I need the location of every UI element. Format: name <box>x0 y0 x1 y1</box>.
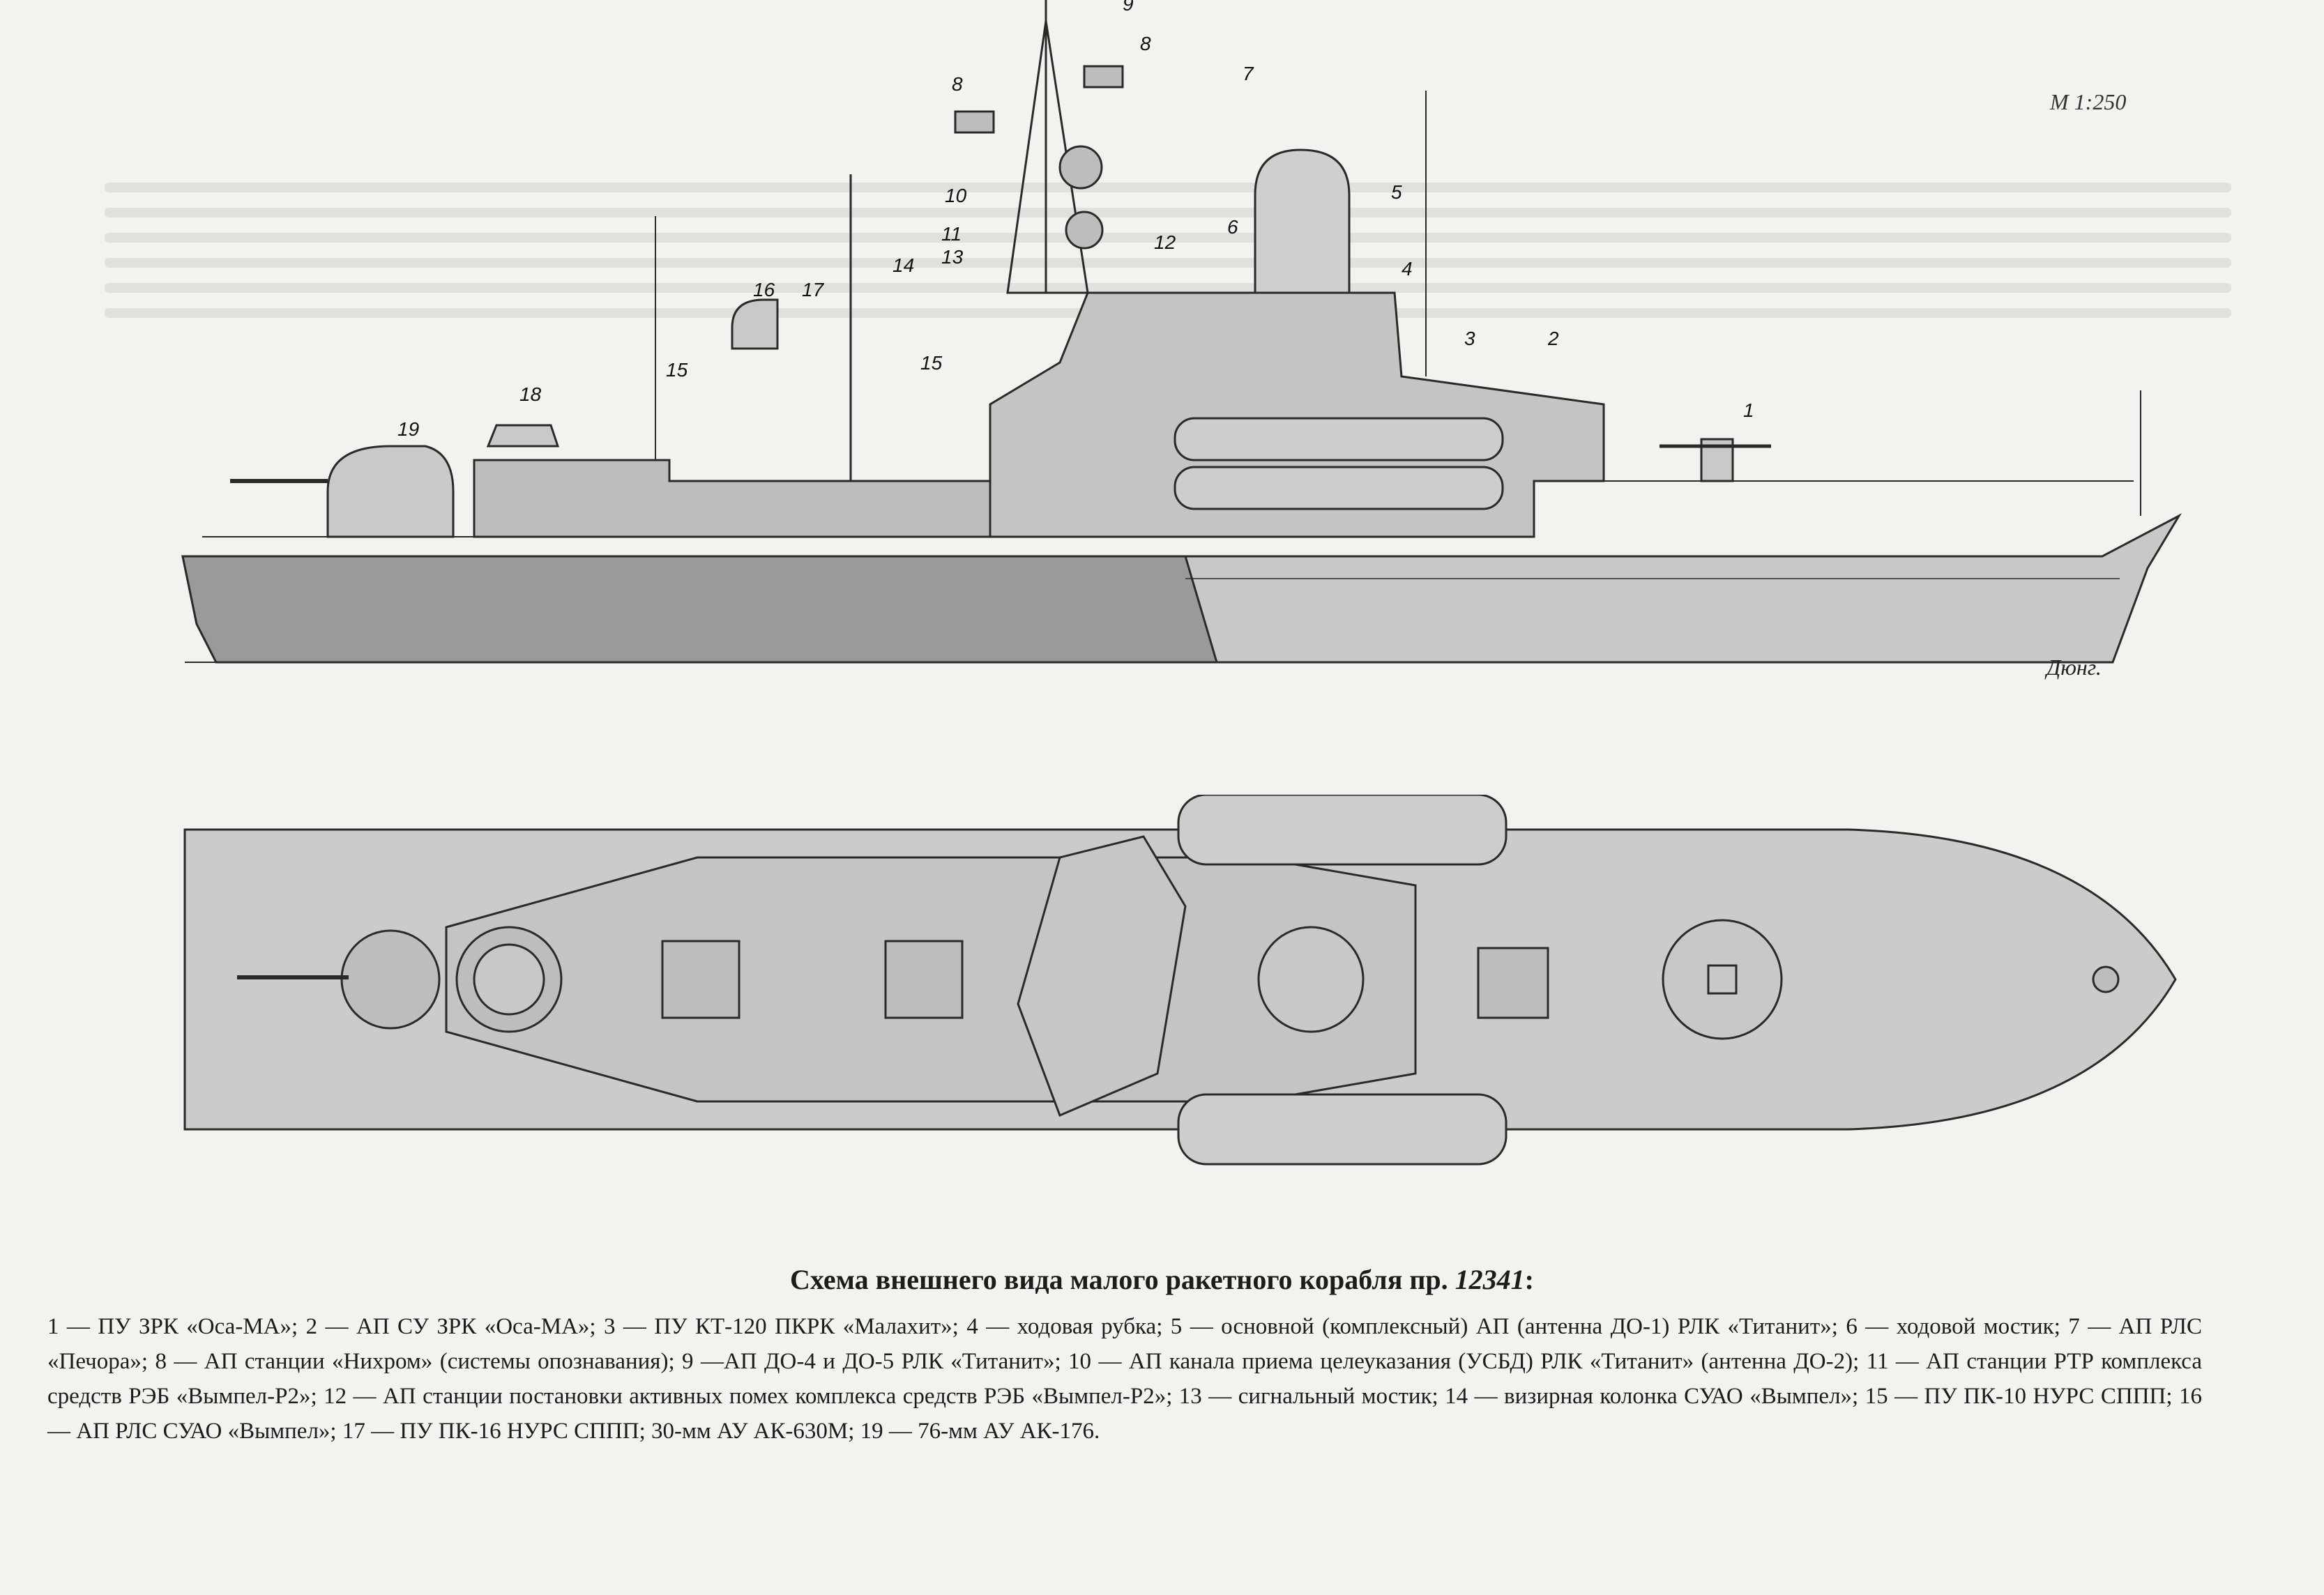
artist-signature: Дюнг. <box>2044 655 2102 680</box>
callout-2: 2 <box>1547 328 1559 349</box>
callout-5: 5 <box>1391 181 1402 203</box>
callout-16: 16 <box>753 279 775 300</box>
callout-3: 3 <box>1464 328 1475 349</box>
callout-19: 19 <box>397 418 419 440</box>
launchers-starboard <box>1177 1093 1507 1166</box>
callout-18: 18 <box>519 383 542 405</box>
callout-9: 9 <box>1123 0 1134 15</box>
callout-14: 14 <box>893 254 914 276</box>
callout-17: 17 <box>802 279 825 300</box>
hull-stern-dark <box>181 555 1219 664</box>
callout-11: 11 <box>941 223 962 245</box>
bleed-through-text <box>105 167 2231 362</box>
callout-7: 7 <box>1243 63 1254 84</box>
caption-title: Схема внешнего вида малого ракетного кор… <box>0 1263 2324 1296</box>
callout-8b: 8 <box>1140 33 1151 54</box>
callout-6: 6 <box>1227 216 1238 238</box>
ship-side-profile: 1 2 3 4 5 6 7 8 8 9 10 11 12 13 14 15 15… <box>181 0 2182 680</box>
gun-ak630 <box>486 424 560 448</box>
gun-ak176 <box>326 445 455 538</box>
project-number: 12341 <box>1455 1264 1525 1295</box>
radome <box>1254 148 1351 294</box>
caption-legend: 1 — ПУ ЗРК «Оса-МА»; 2 — АП СУ ЗРК «Оса-… <box>47 1314 2202 1444</box>
sam-plan <box>1662 919 1783 1040</box>
caption-title-text: Схема внешнего вида малого ракетного кор… <box>790 1264 1448 1295</box>
missile-launcher <box>1174 417 1504 461</box>
radome-plan <box>1017 835 1187 1117</box>
caption-title-end: : <box>1524 1264 1534 1295</box>
launchers-port <box>1177 795 1507 866</box>
callout-4: 4 <box>1402 258 1413 280</box>
superstructure-aft <box>473 459 992 538</box>
callout-10: 10 <box>945 185 967 206</box>
callout-15b: 15 <box>920 352 943 374</box>
callout-8a: 8 <box>952 73 963 95</box>
gun-plan-ak176 <box>340 929 441 1030</box>
callout-13: 13 <box>941 246 964 268</box>
ship-top-view <box>183 795 2177 1166</box>
scale-label: М 1:250 <box>2050 89 2127 114</box>
callout-12: 12 <box>1154 231 1176 253</box>
callout-15a: 15 <box>666 359 688 381</box>
callout-1: 1 <box>1743 399 1754 421</box>
